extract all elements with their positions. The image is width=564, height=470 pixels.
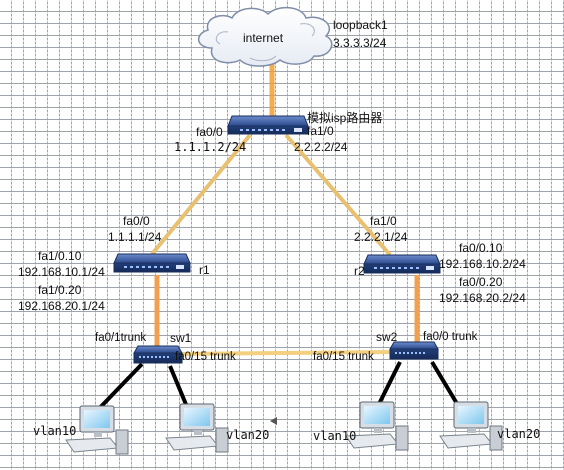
pointer-triangle-icon <box>270 417 277 425</box>
r2-up-interface: fa1/0 <box>370 214 397 228</box>
r1-name: r1 <box>199 263 210 277</box>
sw2-name: sw2 <box>376 330 398 344</box>
pc-vlan10-left-icon <box>65 405 129 455</box>
r1-up-interface: fa0/0 <box>123 214 150 228</box>
r1-sub20-interface: fa1/0.20 <box>38 283 82 297</box>
isp-router-icon <box>227 115 309 135</box>
loopback-ip: 3.3.3.3/24 <box>333 36 387 50</box>
internet-label: internet <box>243 31 284 45</box>
r1-sub10-ip: 192.168.10.1/24 <box>18 265 105 279</box>
pc-vlan20-left-icon <box>165 403 229 453</box>
r1-up-ip: 1.1.1.1/24 <box>108 230 162 244</box>
sw2-switch-icon <box>389 341 439 360</box>
r2-sub10-ip: 192.168.10.2/24 <box>439 257 526 271</box>
pc-vlan10-right-label: vlan10 <box>313 429 357 443</box>
isp-right-ip: 2.2.2.2/24 <box>294 140 348 154</box>
sw1-name: sw1 <box>170 331 192 345</box>
r2-up-ip: 2.2.2.1/24 <box>354 230 408 244</box>
pc-vlan10-right-icon <box>345 401 409 451</box>
r1-sub20-ip: 192.168.20.1/24 <box>18 299 105 313</box>
r2-name: r2 <box>354 264 365 278</box>
r1-router-icon <box>113 253 191 273</box>
r1-sub10-interface: fa1/0.10 <box>38 249 82 263</box>
sw2-link-port: fa0/15 trunk <box>313 351 374 363</box>
pc-vlan20-right-label: vlan20 <box>497 427 541 441</box>
link-sw1-sw2 <box>174 350 396 356</box>
isp-left-ip: 1.1.1.2/24 <box>174 140 247 154</box>
sw2-uplink-port: fa0/0 trunk <box>423 331 478 343</box>
r2-sub10-interface: fa0/0.10 <box>459 241 503 255</box>
loopback-name: loopback1 <box>333 18 388 32</box>
isp-left-interface: fa0/0 <box>196 125 223 139</box>
isp-router-name: 模拟isp路由器 <box>307 111 383 125</box>
pc-vlan20-left-label: vlan20 <box>226 428 270 442</box>
link-isp-r2 <box>284 133 392 257</box>
pc-vlan10-left-label: vlan10 <box>33 424 77 438</box>
r2-sub20-ip: 192.168.20.2/24 <box>439 291 526 305</box>
sw1-uplink-port: fa0/1trunk <box>95 332 147 344</box>
isp-right-interface: fa1/0 <box>307 124 334 138</box>
sw1-link-port: fa0/15 trunk <box>175 351 236 363</box>
r2-router-icon <box>363 254 441 274</box>
internet-cloud-icon <box>198 6 333 67</box>
pc-vlan20-right-icon <box>439 401 503 451</box>
r2-sub20-interface: fa0/0.20 <box>459 275 503 289</box>
sw1-switch-icon <box>133 345 183 364</box>
link-isp-r1 <box>150 133 252 256</box>
